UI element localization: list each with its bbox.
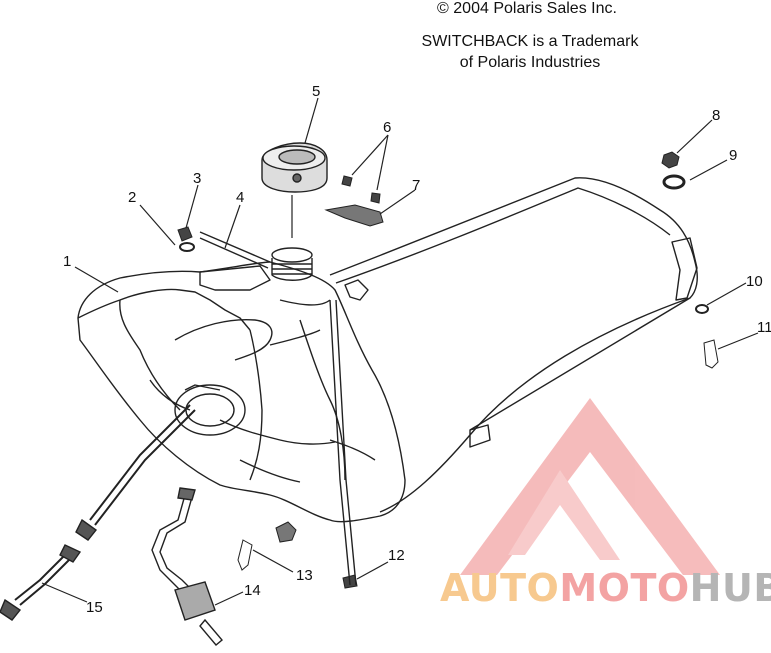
fuel-tank-body [77, 177, 698, 523]
copyright-text: © 2004 Polaris Sales Inc. [437, 0, 617, 17]
callout-7: 7 [412, 177, 420, 194]
callout-4: 4 [236, 189, 244, 206]
callout-11: 11 [757, 319, 771, 336]
callout-3: 3 [193, 170, 201, 187]
trademark-line-2: of Polaris Industries [459, 54, 601, 71]
callout-numbers: 1 2 3 4 5 6 7 8 9 10 11 12 13 14 15 [63, 83, 771, 616]
hoses-and-lines [0, 231, 357, 646]
callout-14: 14 [244, 582, 261, 599]
callout-13: 13 [296, 567, 313, 584]
callout-2: 2 [128, 189, 136, 206]
callout-1: 1 [63, 253, 71, 270]
callout-5: 5 [312, 83, 320, 100]
watermark-moto: MOTO [559, 566, 690, 610]
callout-6: 6 [383, 119, 391, 136]
watermark-auto: AUTO [440, 566, 560, 610]
callout-15: 15 [86, 599, 103, 616]
fuel-cap [261, 142, 328, 193]
callout-10: 10 [746, 273, 763, 290]
watermark-triangle-logo [460, 398, 720, 575]
leader-lines [41, 97, 759, 606]
watermark-hub: HUB [689, 566, 771, 610]
trademark-line-1: SWITCHBACK is a Trademark [421, 33, 639, 50]
callout-9: 9 [729, 147, 737, 164]
callout-8: 8 [712, 107, 720, 124]
watermark-logo-text: AUTOMOTOHUB [440, 566, 771, 610]
small-hardware [177, 151, 719, 589]
callout-12: 12 [388, 547, 405, 564]
